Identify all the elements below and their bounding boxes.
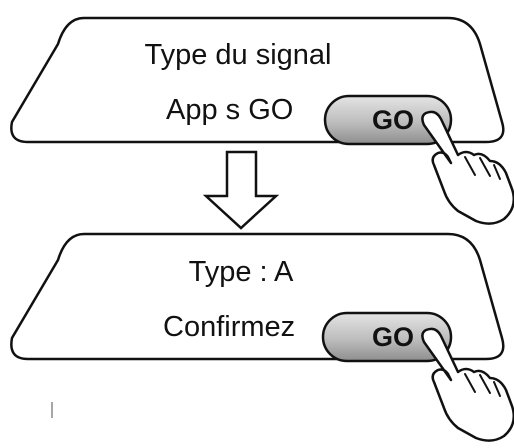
go-button-top[interactable]: GO xyxy=(323,94,453,146)
go-button-bottom[interactable]: GO xyxy=(321,311,453,363)
pointing-hand-icon xyxy=(421,110,514,225)
panel-bottom-line1: Type : A xyxy=(189,256,294,288)
go-button-bottom-body[interactable] xyxy=(321,311,453,363)
pointing-hand-icon xyxy=(421,327,514,442)
down-arrow-icon xyxy=(202,150,280,230)
go-button-top-label[interactable]: GO xyxy=(372,105,414,135)
go-button-bottom-label[interactable]: GO xyxy=(372,322,414,352)
panel-top-line1: Type du signal xyxy=(144,39,331,71)
go-button-top-body[interactable] xyxy=(323,94,453,146)
panel-top-line2: App s GO xyxy=(166,94,293,126)
panel-bottom-line2: Confirmez xyxy=(163,311,295,343)
